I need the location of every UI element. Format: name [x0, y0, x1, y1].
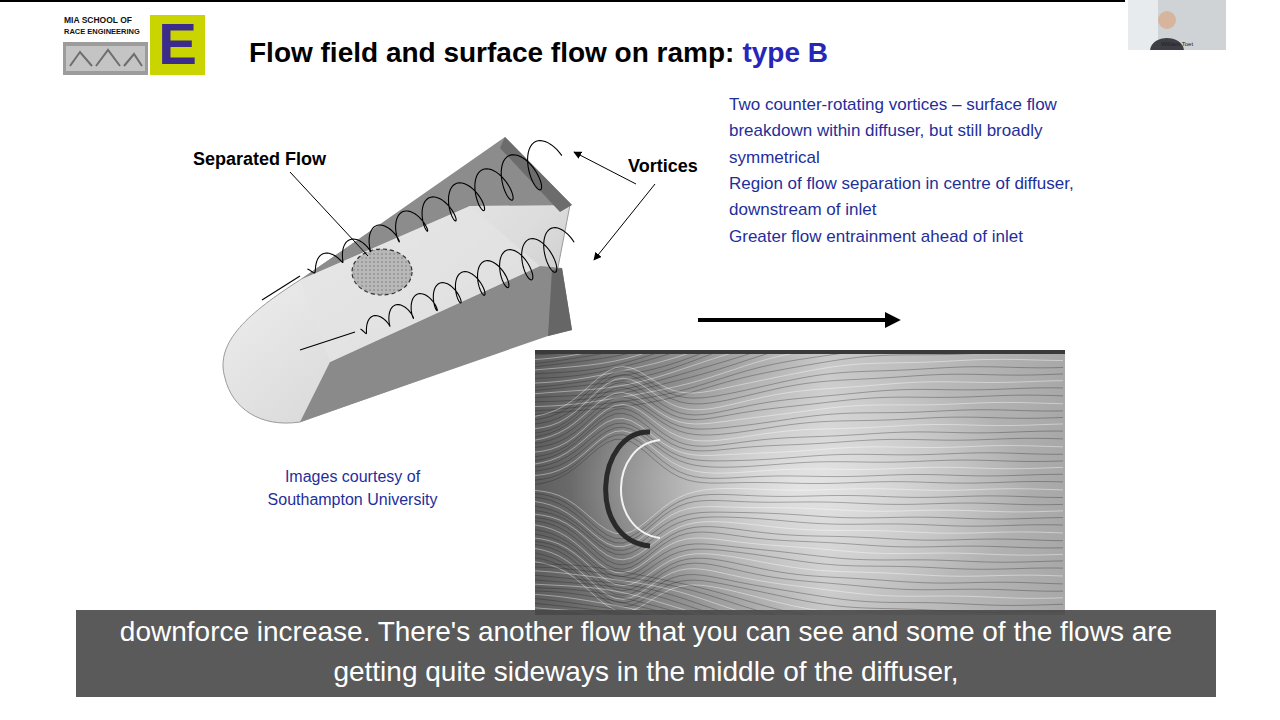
inlet-edge — [606, 432, 650, 546]
flow-direction-arrow — [698, 318, 888, 322]
separated-flow-region — [352, 249, 412, 295]
logo-photo — [66, 46, 145, 71]
vortex-spiral — [361, 228, 575, 334]
note-text: Region of flow separation in centre of d… — [729, 171, 1074, 224]
logo-photo — [63, 42, 148, 75]
logo-photo — [70, 50, 142, 66]
leader-arrow — [574, 152, 636, 184]
ramp-side-wall — [548, 268, 572, 336]
callout-label: Separated Flow — [193, 149, 326, 171]
webcam-person — [1158, 11, 1176, 29]
slide-title: Flow field and surface flow on ramp: — [249, 36, 734, 70]
top-rule — [0, 0, 1125, 2]
leader-line — [290, 172, 368, 256]
subtitle-caption: downforce increase. There's another flow… — [76, 610, 1216, 697]
surface-streak — [535, 350, 1063, 394]
surface-streak — [535, 562, 1063, 615]
inlet-edge — [621, 440, 660, 538]
surface-streak — [535, 548, 1063, 599]
logo-letter: E — [150, 12, 205, 76]
note-text: Greater flow entrainment ahead of inlet — [729, 224, 1074, 250]
webcam-frame — [1128, 0, 1158, 50]
surface-streak — [535, 494, 1063, 539]
surface-flow-photo — [535, 350, 1065, 354]
surface-streak — [535, 506, 1063, 550]
image-credit: Images courtesy of Southampton Universit… — [250, 465, 455, 511]
surface-streak — [535, 397, 1063, 443]
callout-label: Vortices — [628, 156, 698, 178]
surface-streak — [535, 571, 1063, 615]
surface-streak — [535, 525, 1063, 573]
surface-streak — [535, 427, 1063, 471]
surface-streak — [535, 534, 1063, 581]
surface-streak — [535, 564, 1063, 615]
surface-streak — [535, 359, 1063, 416]
surface-streak — [535, 538, 1063, 586]
vortex-line — [262, 276, 300, 300]
vortex-spiral — [307, 141, 561, 273]
webcam-frame — [1128, 0, 1226, 50]
surface-streak — [535, 350, 1063, 397]
note-text: Two counter-rotating vortices – surface … — [729, 92, 1074, 171]
ramp-side-wall — [500, 137, 572, 212]
surface-streak — [535, 378, 1063, 428]
surface-streak — [535, 439, 1063, 484]
surface-streak — [535, 352, 1063, 414]
logo-text: RACE ENGINEERING — [64, 27, 140, 36]
webcam-name: William Toet — [1130, 41, 1224, 48]
logo-text: MIA SCHOOL OF — [64, 15, 132, 25]
surface-streak — [535, 409, 1063, 457]
vortex-line — [300, 332, 355, 350]
surface-streak — [535, 558, 1063, 613]
title-highlight: type B — [742, 36, 828, 70]
surface-streak — [535, 374, 1063, 424]
leader-arrow — [594, 184, 655, 260]
